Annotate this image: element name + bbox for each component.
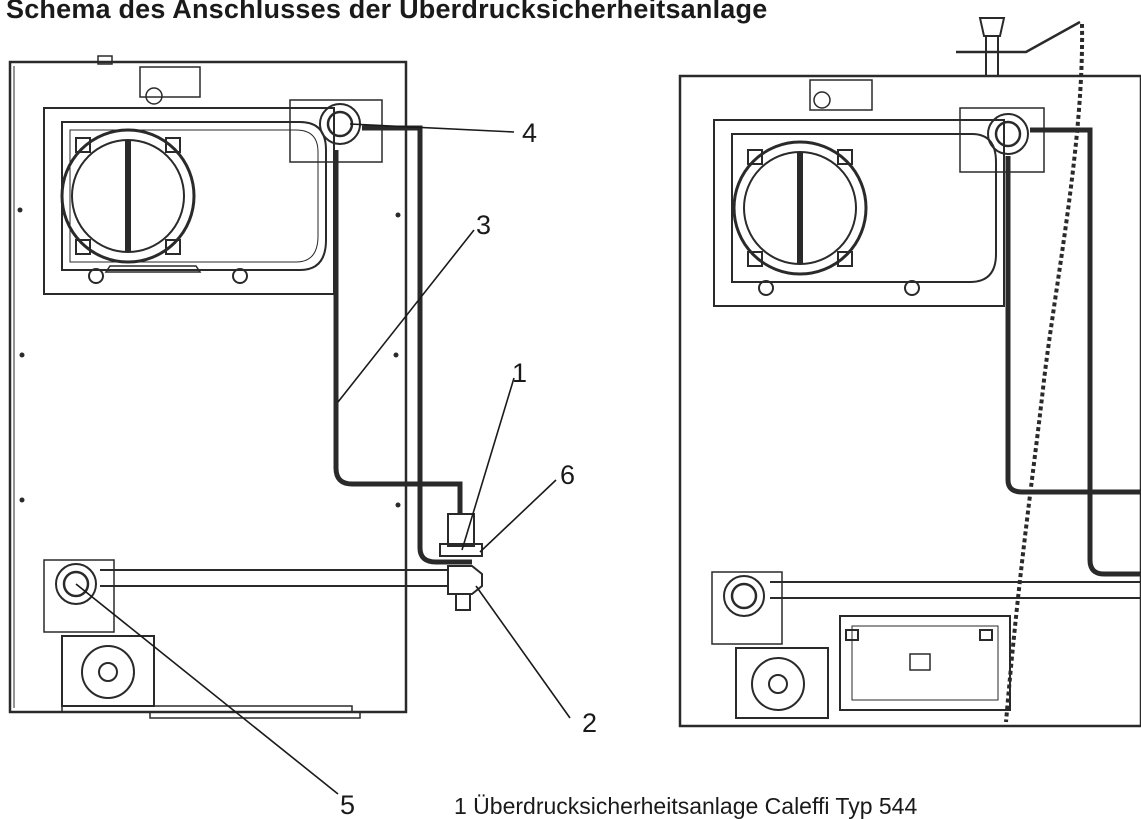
left-return-pipe: [100, 569, 448, 587]
left-lower-panel-base: [61, 705, 353, 713]
right-flue-lug-br: [837, 251, 853, 267]
left-top-knob: [145, 87, 163, 105]
right-flue-ring-outer: [732, 140, 868, 276]
right-supply-riser-pipe: [1030, 127, 1141, 577]
right-flue-lug-tr: [837, 149, 853, 165]
left-return-inlet-ring: [55, 563, 97, 605]
left-top-nipple: [97, 55, 113, 65]
left-boiler-cabinet: [8, 60, 408, 714]
legend-item-1: 1 Überdrucksicherheitsanlage Caleffi Typ…: [454, 793, 917, 819]
right-tank-lug-l: [845, 629, 859, 641]
leader-6: [479, 479, 557, 553]
left-rivet-4: [395, 212, 401, 218]
left-rivet-5: [393, 352, 399, 358]
callout-1: 1: [512, 358, 527, 388]
left-return-tee: [447, 565, 483, 595]
right-return-pipe: [770, 581, 1141, 599]
diagram-title: Schema des Anschlusses der Überdrucksich…: [6, 0, 768, 24]
leader-5: [75, 583, 339, 795]
leader-4: [349, 123, 515, 133]
left-safety-valve-body: [447, 513, 475, 547]
left-flue-lug-tr: [165, 137, 181, 153]
right-hinge-bolt-r: [904, 280, 920, 296]
left-return-flange: [43, 559, 115, 633]
left-top-fitting: [139, 66, 201, 98]
right-boiler: [678, 17, 1141, 728]
right-flue-lug-bl: [747, 251, 763, 267]
left-burner-port-inner: [98, 662, 118, 682]
right-tank-lug-r: [979, 629, 993, 641]
left-flue-grate: [104, 265, 202, 273]
left-return-tee-drain: [455, 593, 471, 611]
left-hinge-bolt-l: [88, 268, 104, 284]
right-top-fitting: [809, 79, 873, 111]
callout-3: 3: [476, 210, 491, 240]
right-tank-outer: [839, 615, 1011, 711]
left-rivet-6: [395, 502, 401, 508]
right-flue-lug-tl: [747, 149, 763, 165]
left-supply-riser-pipe: [362, 125, 472, 565]
right-tank-inner: [851, 625, 999, 701]
left-flue-lug-tl: [75, 137, 91, 153]
left-supply-outlet-core: [326, 110, 354, 138]
right-upper-door-frame: [731, 133, 997, 283]
right-hinge-bolt-l: [758, 280, 774, 296]
leader-3: [337, 229, 475, 403]
right-supply-flange: [959, 107, 1045, 173]
right-pull-chain: [1004, 23, 1085, 723]
left-hinge-bolt-r: [232, 268, 248, 284]
left-upper-door-frame: [61, 121, 327, 271]
callout-4: 4: [522, 118, 537, 148]
right-upper-panel: [713, 119, 1005, 307]
left-burner-port-outer: [81, 645, 135, 699]
right-vent-stem: [985, 35, 999, 77]
right-boiler-cabinet: [678, 74, 1141, 728]
right-burner-port-outer: [751, 657, 805, 711]
left-flue-lug-br: [165, 239, 181, 255]
left-flue-lug-bl: [75, 239, 91, 255]
callout-leaders: [75, 123, 571, 795]
right-burner-port-inner: [768, 674, 788, 694]
right-top-knob: [813, 91, 831, 109]
leader-1: [461, 377, 515, 551]
right-supply-outlet-core: [994, 120, 1022, 148]
left-rivet-3: [19, 497, 25, 503]
left-rivet-2: [19, 352, 25, 358]
right-return-inlet-core: [730, 582, 758, 610]
right-return-flange: [711, 571, 783, 645]
right-supply-outlet-ring: [987, 113, 1029, 155]
right-relief-riser-pipe: [1005, 156, 1141, 495]
right-return-inlet-ring: [723, 575, 765, 617]
left-boiler: [8, 55, 483, 719]
right-lower-panel: [735, 647, 829, 719]
right-vent-lever: [956, 20, 1081, 54]
callout-2: 2: [582, 708, 597, 738]
left-relief-riser-pipe: [333, 150, 463, 514]
left-return-inlet-core: [62, 570, 90, 598]
left-upper-door-inner: [69, 129, 319, 263]
callout-6: 6: [560, 460, 575, 490]
left-rivet-1: [17, 207, 23, 213]
right-vent-cap: [978, 17, 1006, 37]
right-tank-symbol: [909, 653, 931, 671]
left-flue-ring-outer: [60, 128, 196, 264]
callout-5: 5: [340, 790, 355, 819]
leader-2: [475, 585, 571, 719]
